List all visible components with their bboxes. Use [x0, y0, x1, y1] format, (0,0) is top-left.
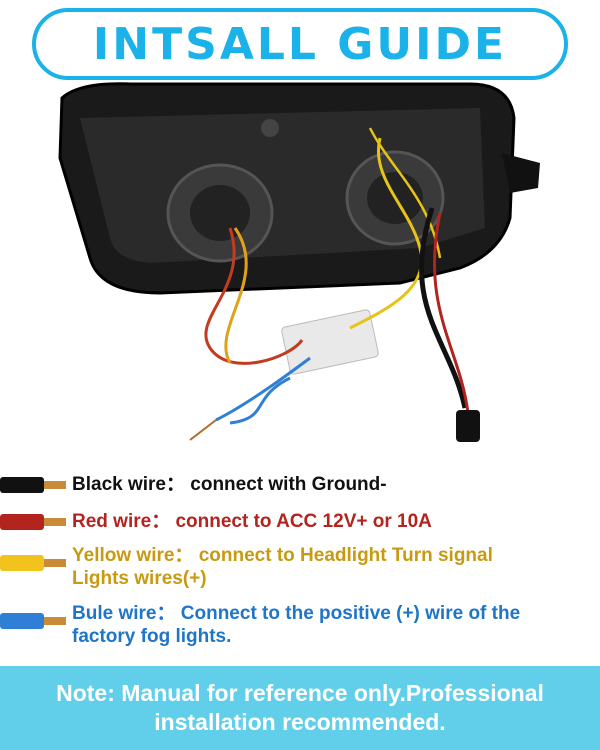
legend-desc: connect to ACC 12V+ or 10A — [175, 511, 432, 532]
black-wire-icon — [0, 477, 66, 493]
legend-desc-line2: factory fog lights. — [72, 626, 232, 647]
legend-text: Red wire： connect to ACC 12V+ or 10A — [72, 510, 432, 533]
legend-desc-line2: Lights wires(+) — [72, 568, 207, 589]
legend-desc: connect to Headlight Turn signal — [198, 545, 493, 566]
yellow-wire-icon — [0, 555, 66, 571]
fog-light-assembly-image — [58, 82, 540, 442]
legend-yellow-wire: Yellow wire： connect to Headlight Turn s… — [0, 544, 600, 594]
legend-label: Bule wire： — [72, 603, 176, 624]
legend-blue-wire: Bule wire： Connect to the positive (+) w… — [0, 602, 600, 652]
legend-label: Black wire： — [72, 474, 185, 495]
note-text: Note: Manual for reference only.Professi… — [56, 680, 544, 735]
legend-desc: connect with Ground- — [190, 474, 387, 495]
legend-black-wire: Black wire： connect with Ground- — [0, 470, 600, 500]
note-banner: Note: Manual for reference only.Professi… — [0, 666, 600, 750]
legend-label: Red wire： — [72, 511, 171, 532]
legend-label: Yellow wire： — [72, 545, 194, 566]
legend-text: Black wire： connect with Ground- — [72, 473, 387, 496]
page-title: INTSALL GUIDE — [92, 18, 508, 70]
title-banner: INTSALL GUIDE — [32, 8, 568, 80]
legend-desc: Connect to the positive (+) wire of the — [180, 603, 521, 624]
legend-text: Yellow wire： connect to Headlight Turn s… — [72, 544, 493, 590]
blue-wire-icon — [0, 613, 66, 629]
legend-text: Bule wire： Connect to the positive (+) w… — [72, 602, 520, 648]
legend-red-wire: Red wire： connect to ACC 12V+ or 10A — [0, 507, 600, 537]
red-wire-icon — [0, 514, 66, 530]
